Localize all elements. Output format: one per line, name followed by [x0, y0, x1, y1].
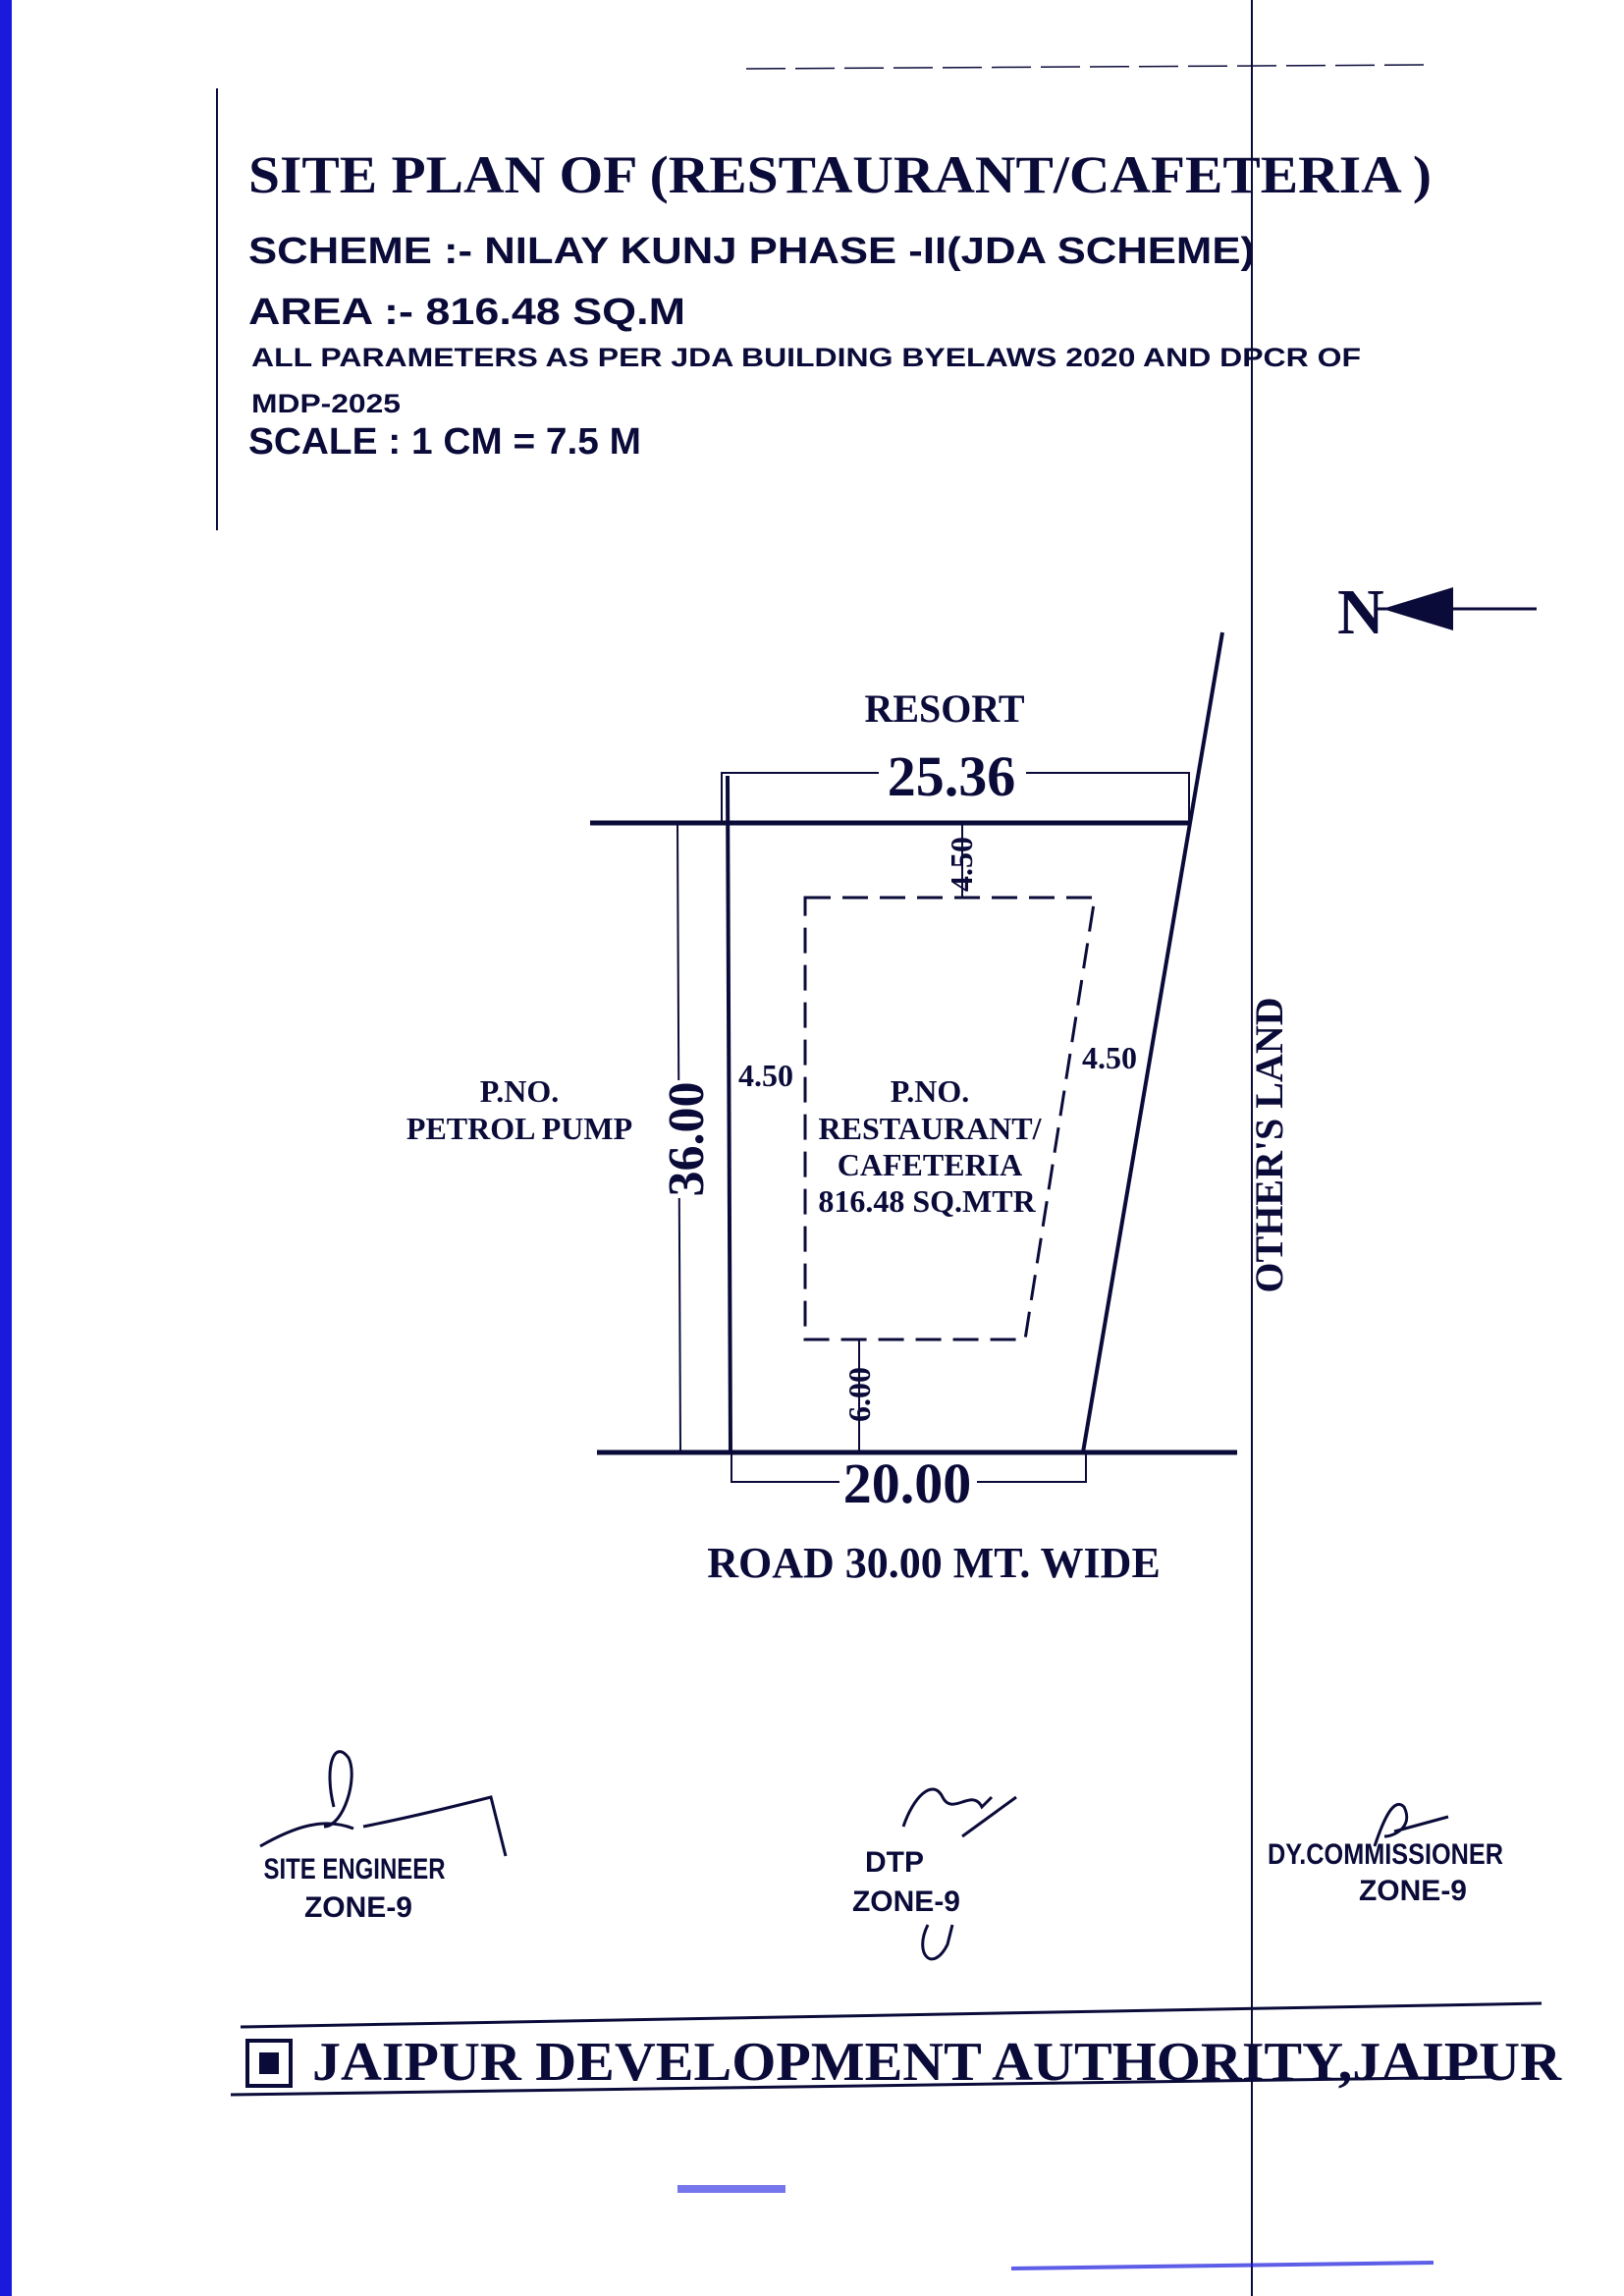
svg-text:ZONE-9: ZONE-9	[1359, 1875, 1467, 1907]
setback-left-label: 4.50	[738, 1058, 793, 1093]
authority-name: JAIPUR DEVELOPMENT AUTHORITY,JAIPUR	[312, 2032, 1562, 2093]
plot-left-boundary	[726, 775, 732, 1453]
top-dimension-label: 25.36	[888, 744, 1016, 808]
scan-smudge	[677, 2185, 785, 2193]
setback-rear-label: 6.00	[841, 1367, 877, 1422]
signature-dtp: DTP ZONE-9	[852, 1787, 1017, 1961]
area-text: AREA :- 816.48 SQ.M	[248, 292, 685, 333]
petrol-pump-pno: P.NO.	[480, 1073, 560, 1109]
petrol-pump-label: PETROL PUMP	[406, 1111, 632, 1146]
setback-building-line	[803, 896, 1097, 1341]
others-land-label: OTHER'S LAND	[1247, 997, 1291, 1292]
top-border	[745, 64, 1435, 70]
signature-site-engineer: SITE ENGINEER ZONE-9	[259, 1750, 508, 1924]
resort-label: RESORT	[864, 686, 1024, 731]
page-title: SITE PLAN OF (RESTAURANT/CAFETERIA )	[248, 145, 1432, 204]
scheme-text: SCHEME :- NILAY KUNJ PHASE -II(JDA SCHEM…	[248, 231, 1255, 272]
jda-logo-icon	[245, 2039, 293, 2088]
footer-rule-bottom	[230, 2075, 1493, 2097]
svg-text:ZONE-9: ZONE-9	[304, 1891, 412, 1924]
road-label: ROAD 30.00 MT. WIDE	[707, 1539, 1161, 1587]
svg-text:SITE ENGINEER: SITE ENGINEER	[264, 1853, 446, 1886]
parameters-text-2: MDP-2025	[251, 389, 401, 418]
plot-use-label: RESTAURANT/	[819, 1111, 1043, 1146]
plot-right-boundary	[1081, 631, 1224, 1453]
scan-smudge	[1010, 2261, 1435, 2270]
plot-drawing	[590, 631, 1237, 1483]
scan-edge	[0, 0, 12, 2296]
plot-area-label: 816.48 SQ.MTR	[818, 1183, 1036, 1219]
setback-front-label: 4.50	[944, 837, 979, 892]
footer-rule-top	[240, 2001, 1543, 2029]
bottom-dimension-label: 20.00	[843, 1451, 972, 1515]
north-arrow-icon: N	[1337, 576, 1537, 648]
plot-pno: P.NO.	[891, 1073, 970, 1109]
left-dimension-label: 36.00	[659, 1082, 715, 1197]
setback-right-label: 4.50	[1082, 1040, 1137, 1075]
svg-text:DY.COMMISSIONER: DY.COMMISSIONER	[1268, 1838, 1503, 1871]
scale-text: SCALE : 1 CM = 7.5 M	[248, 421, 641, 463]
svg-text:ZONE-9: ZONE-9	[852, 1886, 960, 1918]
svg-text:N: N	[1337, 576, 1384, 648]
plot-use-label-2: CAFETERIA	[838, 1147, 1022, 1182]
signature-dy-commissioner: DY.COMMISSIONER ZONE-9	[1268, 1803, 1503, 1907]
svg-text:DTP: DTP	[865, 1846, 924, 1879]
parameters-text: ALL PARAMETERS AS PER JDA BUILDING BYELA…	[251, 343, 1361, 372]
